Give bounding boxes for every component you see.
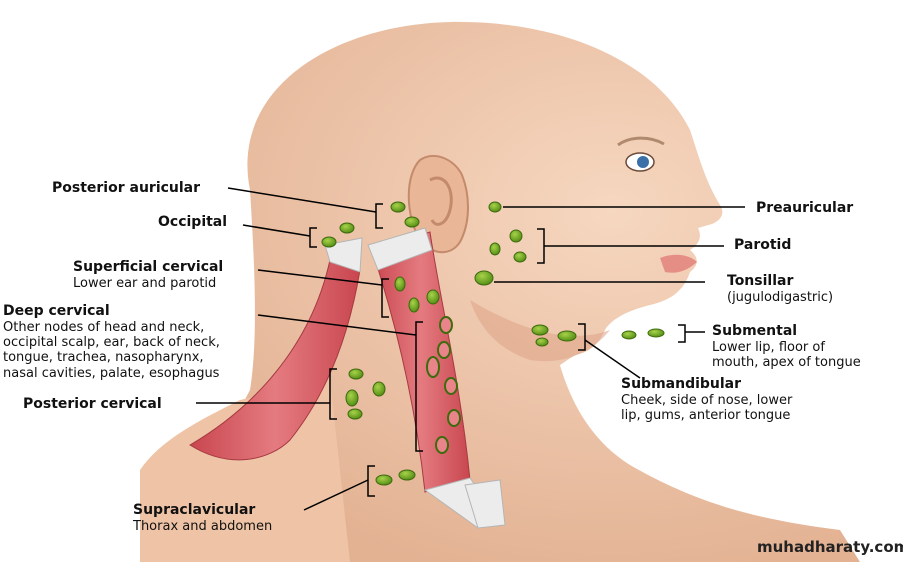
eyebrow [617, 136, 665, 147]
label-desc: Cheek, side of nose, lower [621, 392, 793, 408]
label-desc: Other nodes of head and neck, [3, 319, 205, 335]
label-title: Submental [712, 323, 798, 339]
label-submandibular: Submandibular Cheek, side of nose, lower… [621, 376, 792, 423]
node-tonsillar [474, 270, 494, 286]
node-superficial-cervical [426, 289, 440, 305]
node-deep-cervical [447, 409, 461, 427]
node-submandibular [531, 324, 549, 336]
label-posterior-cervical: Posterior cervical [23, 396, 162, 413]
label-submental: Submental Lower lip, floor of mouth, ape… [712, 323, 861, 370]
node-posterior-cervical [372, 381, 386, 397]
clavicle-tendon [464, 479, 506, 529]
node-supraclavicular [398, 469, 416, 481]
label-title: Submandibular [621, 376, 742, 392]
label-title: Superficial cervical [73, 259, 224, 275]
watermark: muhadharaty.com [757, 538, 903, 556]
node-submandibular [535, 337, 549, 347]
node-submental [647, 328, 665, 338]
label-desc: occipital scalp, ear, back of neck, [3, 334, 220, 350]
label-desc: mouth, apex of tongue [712, 354, 861, 370]
label-desc: lip, gums, anterior tongue [621, 407, 791, 423]
node-deep-cervical [426, 356, 440, 378]
node-deep-cervical [435, 436, 449, 454]
node-posterior-auricular [390, 201, 406, 213]
deep-cervical-nodes [426, 316, 461, 454]
label-title: Posterior cervical [23, 396, 162, 412]
node-deep-cervical [439, 316, 453, 334]
label-desc: Lower lip, floor of [712, 339, 825, 355]
scm-upper-tendon [367, 227, 433, 271]
label-supraclavicular: Supraclavicular Thorax and abdomen [133, 502, 272, 534]
node-deep-cervical [444, 377, 458, 395]
label-title: Parotid [734, 237, 792, 253]
node-occipital [321, 236, 337, 248]
node-posterior-auricular [404, 216, 420, 228]
label-posterior-auricular: Posterior auricular [52, 180, 200, 197]
node-deep-cervical [437, 341, 451, 359]
node-posterior-cervical [345, 389, 359, 407]
label-title: Posterior auricular [52, 180, 201, 196]
node-parotid [489, 242, 501, 256]
label-desc: (jugulodigastric) [727, 289, 834, 305]
label-title: Supraclavicular [133, 502, 256, 518]
label-desc: Thorax and abdomen [133, 518, 273, 534]
node-supraclavicular [375, 474, 393, 486]
node-parotid [513, 251, 527, 263]
label-tonsillar: Tonsillar (jugulodigastric) [727, 273, 833, 305]
node-superficial-cervical [394, 276, 406, 292]
label-occipital: Occipital [158, 214, 227, 231]
node-submandibular [557, 330, 577, 342]
label-title: Tonsillar [727, 273, 794, 289]
node-submental [621, 330, 637, 340]
trapezius-tendon [324, 237, 363, 273]
iris [637, 156, 649, 168]
lips [660, 254, 697, 273]
node-posterior-cervical [348, 368, 364, 380]
node-parotid [509, 229, 523, 243]
node-occipital [339, 222, 355, 234]
leader-lines [196, 187, 745, 511]
label-desc: tongue, trachea, nasopharynx, [3, 350, 204, 366]
ear-inner [429, 176, 453, 226]
label-desc: Lower ear and parotid [73, 275, 217, 291]
label-preauricular: Preauricular [756, 200, 853, 217]
label-title: Deep cervical [3, 303, 110, 319]
label-superficial-cervical: Superficial cervical Lower ear and parot… [73, 259, 223, 291]
label-parotid: Parotid [734, 237, 791, 254]
jaw-shadow [470, 300, 610, 362]
label-title: Occipital [158, 214, 228, 230]
node-preauricular [488, 201, 502, 213]
label-title: Preauricular [756, 200, 854, 216]
lymph-nodes [321, 201, 665, 486]
node-superficial-cervical [408, 297, 420, 313]
node-posterior-cervical [347, 408, 363, 420]
label-desc: nasal cavities, palate, esophagus [3, 365, 220, 381]
label-deep-cervical: Deep cervical Other nodes of head and ne… [3, 303, 220, 381]
trapezius-muscle [189, 259, 361, 461]
